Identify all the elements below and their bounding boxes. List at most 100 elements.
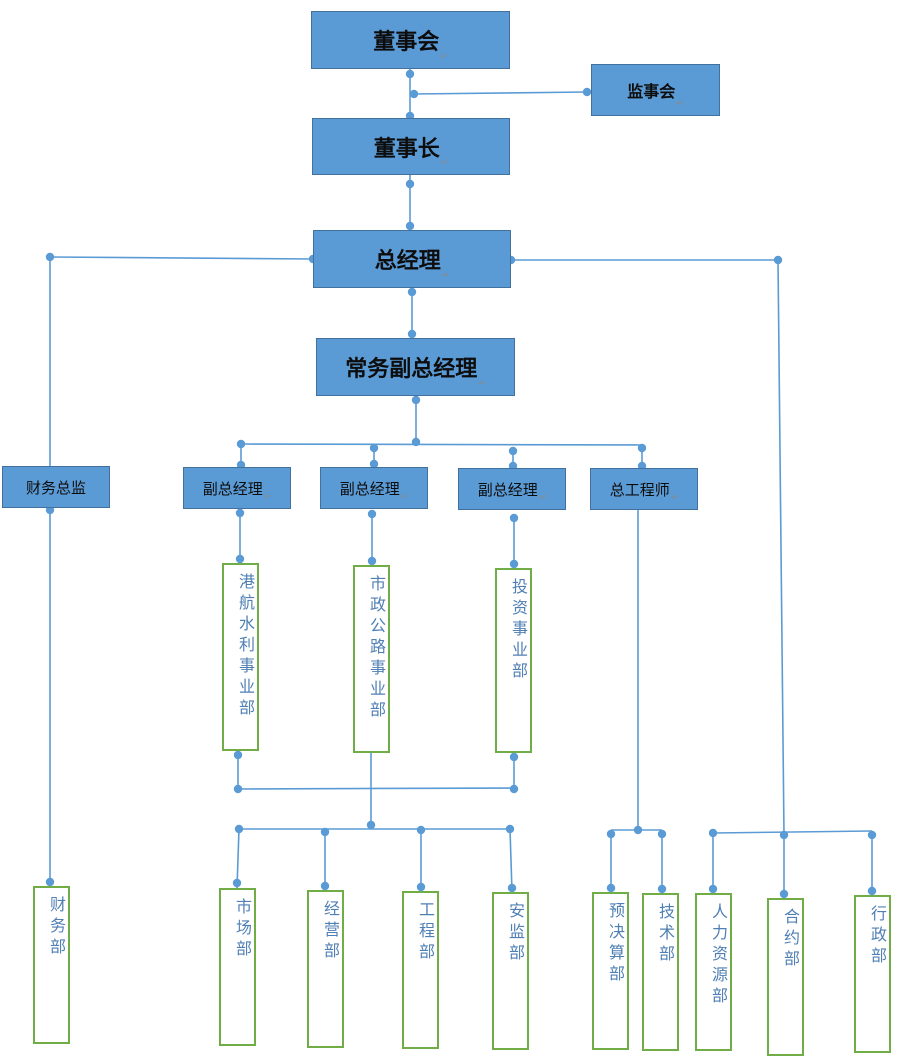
connector-dot — [233, 750, 243, 760]
dept-budget-label: 预决算部 — [606, 902, 625, 986]
board-box: 董事会↵ — [311, 11, 510, 69]
dept-safety-label: 安监部 — [506, 902, 525, 965]
dept-market-label: 市场部 — [233, 898, 252, 961]
dept-technology-label: 技术部 — [656, 903, 675, 966]
connector-dot — [407, 287, 417, 297]
dept-technology: 技术部 — [642, 893, 679, 1051]
connector-dot — [405, 69, 415, 79]
dept-admin-label: 行政部 — [868, 905, 887, 968]
general-manager-label: 总经理 — [374, 249, 441, 274]
connector-dot — [405, 221, 415, 231]
exec-vp-box: 常务副总经理↵ — [316, 338, 515, 396]
connector-dot — [236, 439, 246, 449]
chairman-label: 董事长 — [373, 136, 440, 162]
connector-dot — [367, 509, 377, 519]
connector-dot — [409, 89, 419, 99]
division-port-water: 港航水利事业部 — [222, 563, 259, 751]
connector-dot — [505, 824, 515, 834]
vp-box-1: 副总经理↵ — [183, 467, 291, 509]
connector-dot — [633, 825, 643, 835]
cfo-box: 财务总监 — [2, 466, 110, 508]
connector-dot — [509, 559, 519, 569]
connector-dot — [416, 825, 426, 835]
connector-dot — [233, 784, 243, 794]
connector — [49, 256, 314, 260]
connector-dot — [320, 881, 330, 891]
board-label: 董事会 — [373, 30, 440, 55]
connector-dot — [779, 889, 789, 899]
dept-budget: 预决算部 — [592, 892, 629, 1050]
connector-dot — [320, 827, 330, 837]
connector-dot — [509, 784, 519, 794]
connector-dot — [637, 443, 647, 453]
vp-box-2: 副总经理↵ — [320, 467, 428, 509]
connector-dot — [45, 252, 55, 262]
connector-dot — [367, 556, 377, 566]
dept-finance-label: 财务部 — [47, 896, 66, 959]
connector — [413, 91, 588, 95]
vp-label-3: 副总经理 — [477, 480, 538, 499]
connector-dot — [235, 554, 245, 564]
dept-safety: 安监部 — [492, 892, 529, 1050]
supervisors-box: 监事会↵ — [591, 64, 720, 116]
dept-finance: 财务部 — [33, 886, 70, 1044]
connector — [712, 830, 873, 834]
vp-label-1: 副总经理 — [202, 479, 263, 498]
connector — [240, 443, 643, 446]
dept-engineering: 工程部 — [402, 891, 439, 1049]
connector-dot — [45, 877, 55, 887]
connector-dot — [232, 878, 242, 888]
division-municipal-road-label: 市政公路事业部 — [367, 575, 386, 722]
connector-dot — [773, 255, 783, 265]
connector — [237, 787, 515, 790]
dept-hr-label: 人力资源部 — [709, 903, 728, 1008]
division-municipal-road: 市政公路事业部 — [353, 565, 390, 753]
connector-dot — [366, 820, 376, 830]
connector-dot — [405, 179, 415, 189]
connector — [509, 828, 513, 893]
connector-dot — [509, 752, 519, 762]
connector-dot — [235, 508, 245, 518]
connector — [777, 259, 785, 836]
connector-dot — [508, 446, 518, 456]
connector-dot — [234, 824, 244, 834]
dept-contract: 合约部 — [767, 898, 804, 1056]
dept-operations: 经营部 — [307, 890, 344, 1048]
dept-market: 市场部 — [219, 888, 256, 1046]
vp-label-2: 副总经理 — [339, 479, 400, 498]
cfo-label: 财务总监 — [25, 478, 86, 497]
general-manager-box: 总经理↵ — [313, 230, 511, 288]
connector-dot — [369, 443, 379, 453]
connector-dot — [657, 829, 667, 839]
dept-operations-label: 经营部 — [321, 900, 340, 963]
division-investment: 投资事业部 — [495, 568, 532, 753]
connector-dot — [507, 883, 517, 893]
vp-box-3: 副总经理↵ — [458, 468, 566, 510]
connector-dot — [708, 828, 718, 838]
dept-contract-label: 合约部 — [781, 908, 800, 971]
connector-dot — [411, 437, 421, 447]
division-port-water-label: 港航水利事业部 — [236, 573, 255, 720]
connector-dot — [411, 395, 421, 405]
chairman-box: 董事长↵ — [312, 118, 510, 175]
exec-vp-label: 常务副总经理 — [345, 357, 478, 382]
connector — [236, 828, 240, 889]
connector-dot — [708, 884, 718, 894]
connector-dot — [657, 884, 667, 894]
connector-dot — [779, 830, 789, 840]
connector-dot — [509, 513, 519, 523]
connector-dot — [416, 882, 426, 892]
dept-admin: 行政部 — [854, 895, 891, 1053]
chief-engineer-box: 总工程师↵ — [590, 468, 698, 510]
chief-engineer-label: 总工程师 — [609, 480, 670, 499]
connector-dot — [606, 829, 616, 839]
connector-dot — [369, 459, 379, 469]
connector-dot — [867, 830, 877, 840]
dept-hr: 人力资源部 — [695, 893, 732, 1051]
connector-dot — [407, 329, 417, 339]
dept-engineering-label: 工程部 — [416, 901, 435, 964]
division-investment-label: 投资事业部 — [509, 578, 528, 683]
connector-dot — [606, 883, 616, 893]
